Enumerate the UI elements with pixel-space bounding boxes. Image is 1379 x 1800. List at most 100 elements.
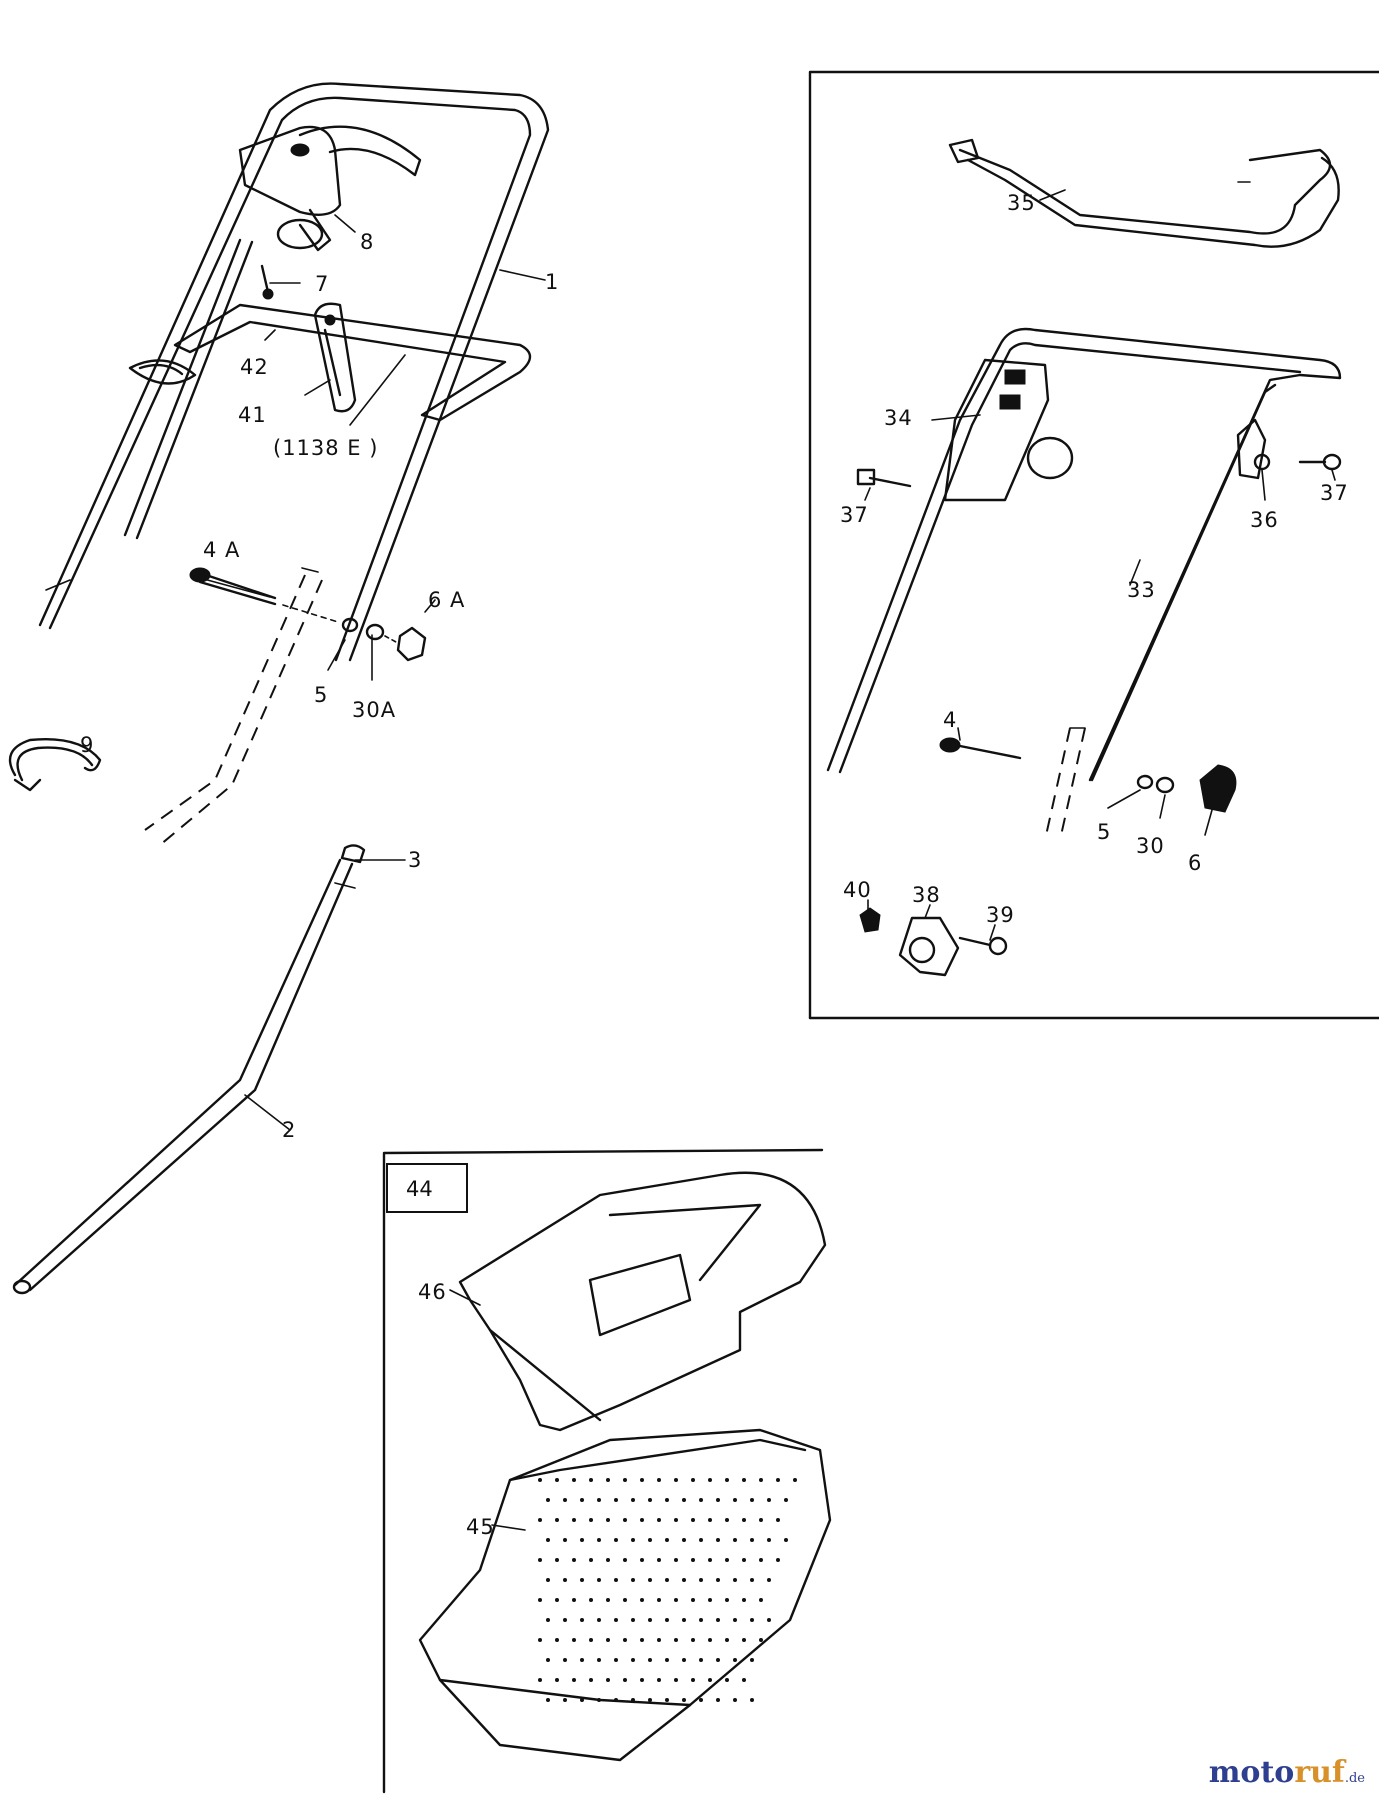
bracket-36 bbox=[1236, 418, 1271, 480]
perforation-dot bbox=[691, 1678, 695, 1682]
perforation-dot bbox=[682, 1658, 686, 1662]
perforation-dot bbox=[657, 1598, 661, 1602]
perforation-dot bbox=[691, 1558, 695, 1562]
lower-handle-2 bbox=[12, 858, 356, 1295]
callout-41: 41 bbox=[238, 403, 267, 427]
perforation-dot bbox=[691, 1598, 695, 1602]
perforation-dot bbox=[793, 1478, 797, 1482]
inset-hardware bbox=[939, 727, 1237, 841]
perforation-dot bbox=[665, 1498, 669, 1502]
perforation-dot bbox=[742, 1638, 746, 1642]
perforation-dot bbox=[538, 1478, 542, 1482]
perforation-dot bbox=[750, 1578, 754, 1582]
callout-40: 40 bbox=[843, 878, 872, 902]
perforation-dot bbox=[606, 1478, 610, 1482]
perforation-dot bbox=[555, 1598, 559, 1602]
perforation-dot bbox=[759, 1478, 763, 1482]
callout-1138e: (1138 E ) bbox=[273, 436, 379, 460]
callout-42: 42 bbox=[240, 355, 269, 379]
callout-2: 2 bbox=[282, 1118, 297, 1142]
perforation-dot bbox=[725, 1478, 729, 1482]
perforation-dot bbox=[759, 1518, 763, 1522]
perforation-dot bbox=[716, 1618, 720, 1622]
perforation-dot bbox=[682, 1578, 686, 1582]
inset-frame bbox=[808, 70, 1379, 1020]
perforation-dot bbox=[640, 1598, 644, 1602]
perforation-dot bbox=[733, 1538, 737, 1542]
perforation-dot bbox=[572, 1478, 576, 1482]
perforation-dot bbox=[555, 1518, 559, 1522]
inset-tag-44-label: 44 bbox=[406, 1177, 433, 1201]
perforation-dot bbox=[742, 1558, 746, 1562]
perforation-dot bbox=[597, 1618, 601, 1622]
switch-housing-34 bbox=[943, 358, 1074, 502]
perforation-dot bbox=[759, 1558, 763, 1562]
inset-tag-44: 44 bbox=[386, 1163, 468, 1213]
perforation-dot bbox=[555, 1478, 559, 1482]
perforation-dot bbox=[682, 1698, 686, 1702]
dashed-handle-outline bbox=[144, 567, 323, 846]
perforation-dot bbox=[716, 1538, 720, 1542]
perforation-dot bbox=[699, 1618, 703, 1622]
perforation-dot bbox=[674, 1638, 678, 1642]
perforation-dot bbox=[742, 1678, 746, 1682]
perforation-dot bbox=[699, 1498, 703, 1502]
perforation-dot bbox=[546, 1698, 550, 1702]
brand-logo[interactable]: motoruf.de bbox=[1209, 1755, 1365, 1790]
perforation-dot bbox=[606, 1638, 610, 1642]
perforation-dot bbox=[580, 1658, 584, 1662]
perforation-dot bbox=[606, 1558, 610, 1562]
perforation-dot bbox=[742, 1478, 746, 1482]
callout-5-main: 5 bbox=[314, 683, 329, 707]
perforation-dot bbox=[563, 1578, 567, 1582]
catcher-basket-45 bbox=[418, 1428, 832, 1762]
washer-30a bbox=[365, 623, 385, 641]
perforation-dot bbox=[623, 1478, 627, 1482]
callout-6a: 6 A bbox=[428, 588, 466, 612]
perforation-dot bbox=[742, 1598, 746, 1602]
perforation-dot bbox=[563, 1538, 567, 1542]
callout-9: 9 bbox=[80, 733, 95, 757]
upper-handle-left bbox=[38, 82, 550, 662]
perforation-dot bbox=[555, 1558, 559, 1562]
perforation-dot bbox=[716, 1498, 720, 1502]
perforation-dot bbox=[776, 1518, 780, 1522]
perforation-dot bbox=[606, 1518, 610, 1522]
callout-37-left: 37 bbox=[840, 503, 869, 527]
perforation-dot bbox=[708, 1678, 712, 1682]
callout-34: 34 bbox=[884, 406, 913, 430]
perforation-dot bbox=[708, 1558, 712, 1562]
perforation-dot bbox=[631, 1618, 635, 1622]
perforation-dot bbox=[657, 1638, 661, 1642]
perforation-dot bbox=[759, 1598, 763, 1602]
perforation-dot bbox=[546, 1538, 550, 1542]
leader-lines-main bbox=[199, 214, 546, 1131]
callout-46: 46 bbox=[418, 1280, 447, 1304]
callout-1: 1 bbox=[545, 270, 560, 294]
perforation-dot bbox=[597, 1498, 601, 1502]
perforation-dot bbox=[546, 1618, 550, 1622]
perforation-dot bbox=[750, 1618, 754, 1622]
perforation-dot bbox=[563, 1698, 567, 1702]
callout-35: 35 bbox=[1007, 191, 1036, 215]
catcher-lid-46 bbox=[458, 1171, 827, 1432]
perforation-dot bbox=[623, 1518, 627, 1522]
perforation-dot bbox=[597, 1578, 601, 1582]
perforation-dot bbox=[614, 1618, 618, 1622]
perforation-dot bbox=[589, 1478, 593, 1482]
perforation-dot bbox=[776, 1478, 780, 1482]
perforation-dot bbox=[691, 1518, 695, 1522]
perforation-dot bbox=[563, 1498, 567, 1502]
perforation-dot bbox=[716, 1698, 720, 1702]
perforation-dot bbox=[725, 1678, 729, 1682]
perforation-dot bbox=[699, 1698, 703, 1702]
perforation-dot bbox=[572, 1678, 576, 1682]
callout-6: 6 bbox=[1188, 851, 1203, 875]
perforation-dot bbox=[674, 1678, 678, 1682]
perforation-dot bbox=[716, 1658, 720, 1662]
perforation-dot bbox=[546, 1498, 550, 1502]
perforation-dot bbox=[614, 1538, 618, 1542]
perforation-dot bbox=[538, 1638, 542, 1642]
callout-30a: 30A bbox=[352, 698, 397, 722]
perforation-dot bbox=[640, 1478, 644, 1482]
